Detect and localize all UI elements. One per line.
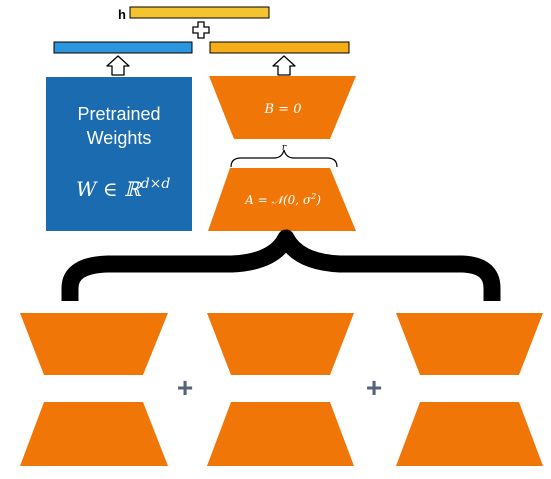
- adapter-3-a-trapezoid: [396, 402, 543, 466]
- adapter-3-b-trapezoid: [396, 313, 543, 375]
- plus-sign-1: +: [177, 372, 193, 403]
- lora-b-label: B = 0: [264, 102, 302, 117]
- lora-a-label: A = 𝒩(0, σ2): [244, 192, 321, 207]
- top-plus-icon: [192, 21, 210, 39]
- lora-a-label-main: A = 𝒩(0, σ: [244, 193, 312, 207]
- adapter-2-a-trapezoid: [207, 402, 354, 466]
- adapter-2-b-trapezoid: [207, 313, 354, 375]
- rank-brace: [230, 149, 338, 168]
- pretrained-formula: W ∈ ℝd×d: [76, 176, 170, 201]
- plus-sign-2: +: [366, 372, 382, 403]
- pretrained-label-line2: Weights: [87, 128, 152, 148]
- pretrained-formula-sup: d×d: [141, 176, 171, 192]
- output-h-bar: [129, 6, 270, 19]
- pretrained-label-line1: Pretrained: [77, 104, 160, 124]
- lora-a-label-sup: 2: [310, 192, 316, 201]
- lora-b-trapezoid: [209, 76, 356, 139]
- rank-label: r: [282, 143, 287, 153]
- up-arrow-icon: [272, 55, 296, 76]
- lora-a-label-end: ): [315, 193, 321, 207]
- merge-brace: [61, 229, 501, 301]
- pretrained-formula-main: W ∈ ℝ: [76, 177, 142, 201]
- adapter-1-a-trapezoid: [20, 402, 168, 466]
- lora-a-trapezoid: [208, 168, 356, 231]
- adapter-1-b-trapezoid: [20, 313, 168, 375]
- pretrained-weights-box: [46, 77, 192, 231]
- up-arrow-icon: [106, 55, 130, 76]
- pretrained-output-bar: [53, 41, 193, 54]
- lora-output-bar: [209, 41, 350, 54]
- output-h-label: h: [118, 7, 126, 22]
